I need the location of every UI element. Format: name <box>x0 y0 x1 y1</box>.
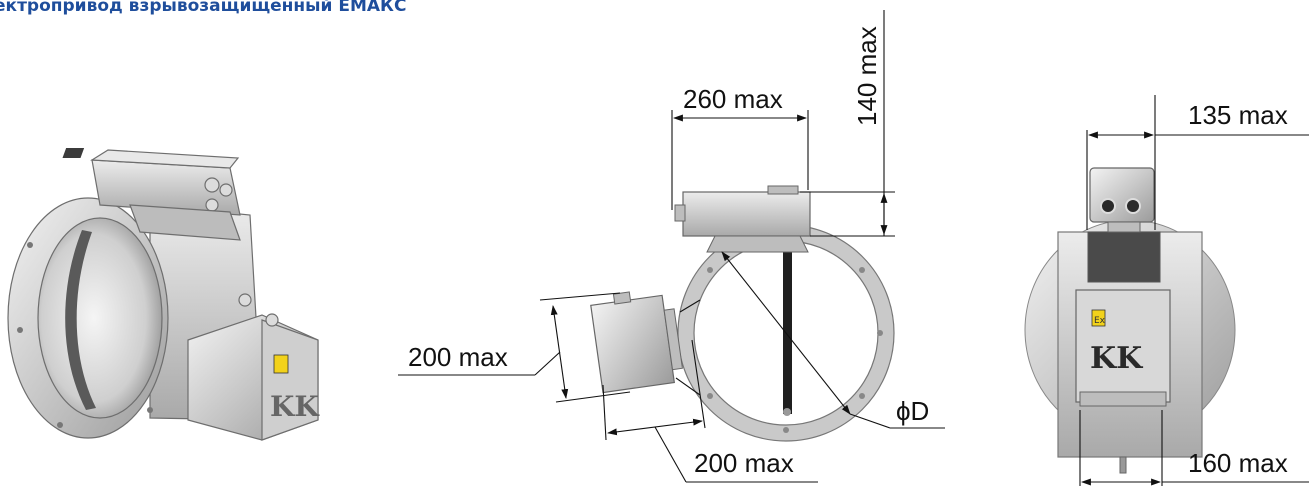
brand-logo-render: KK <box>270 390 320 423</box>
side-view-dimensions: 260 max 140 max 200 max 200 max ϕD <box>398 10 945 483</box>
dim-side-height: 200 max <box>408 342 508 372</box>
front-view: Ex KK <box>1024 167 1236 474</box>
dim-diameter: ϕD <box>896 396 929 426</box>
front-view-dimensions: 135 max 160 max <box>1079 95 1309 486</box>
dim-width-top: 260 max <box>683 84 783 114</box>
brand-logo: KK <box>1090 341 1143 376</box>
side-view <box>590 185 895 442</box>
ex-label: Ex <box>1094 316 1106 326</box>
dim-height-top: 140 max <box>852 26 882 126</box>
page-title: ектропривод взрывозащищенный ЕМАКС <box>0 0 407 16</box>
dim-front-top: 135 max <box>1188 100 1288 130</box>
dim-front-bottom: 160 max <box>1188 448 1288 478</box>
dim-side-width: 200 max <box>694 448 794 478</box>
damper-3d-render: KK <box>7 148 320 441</box>
